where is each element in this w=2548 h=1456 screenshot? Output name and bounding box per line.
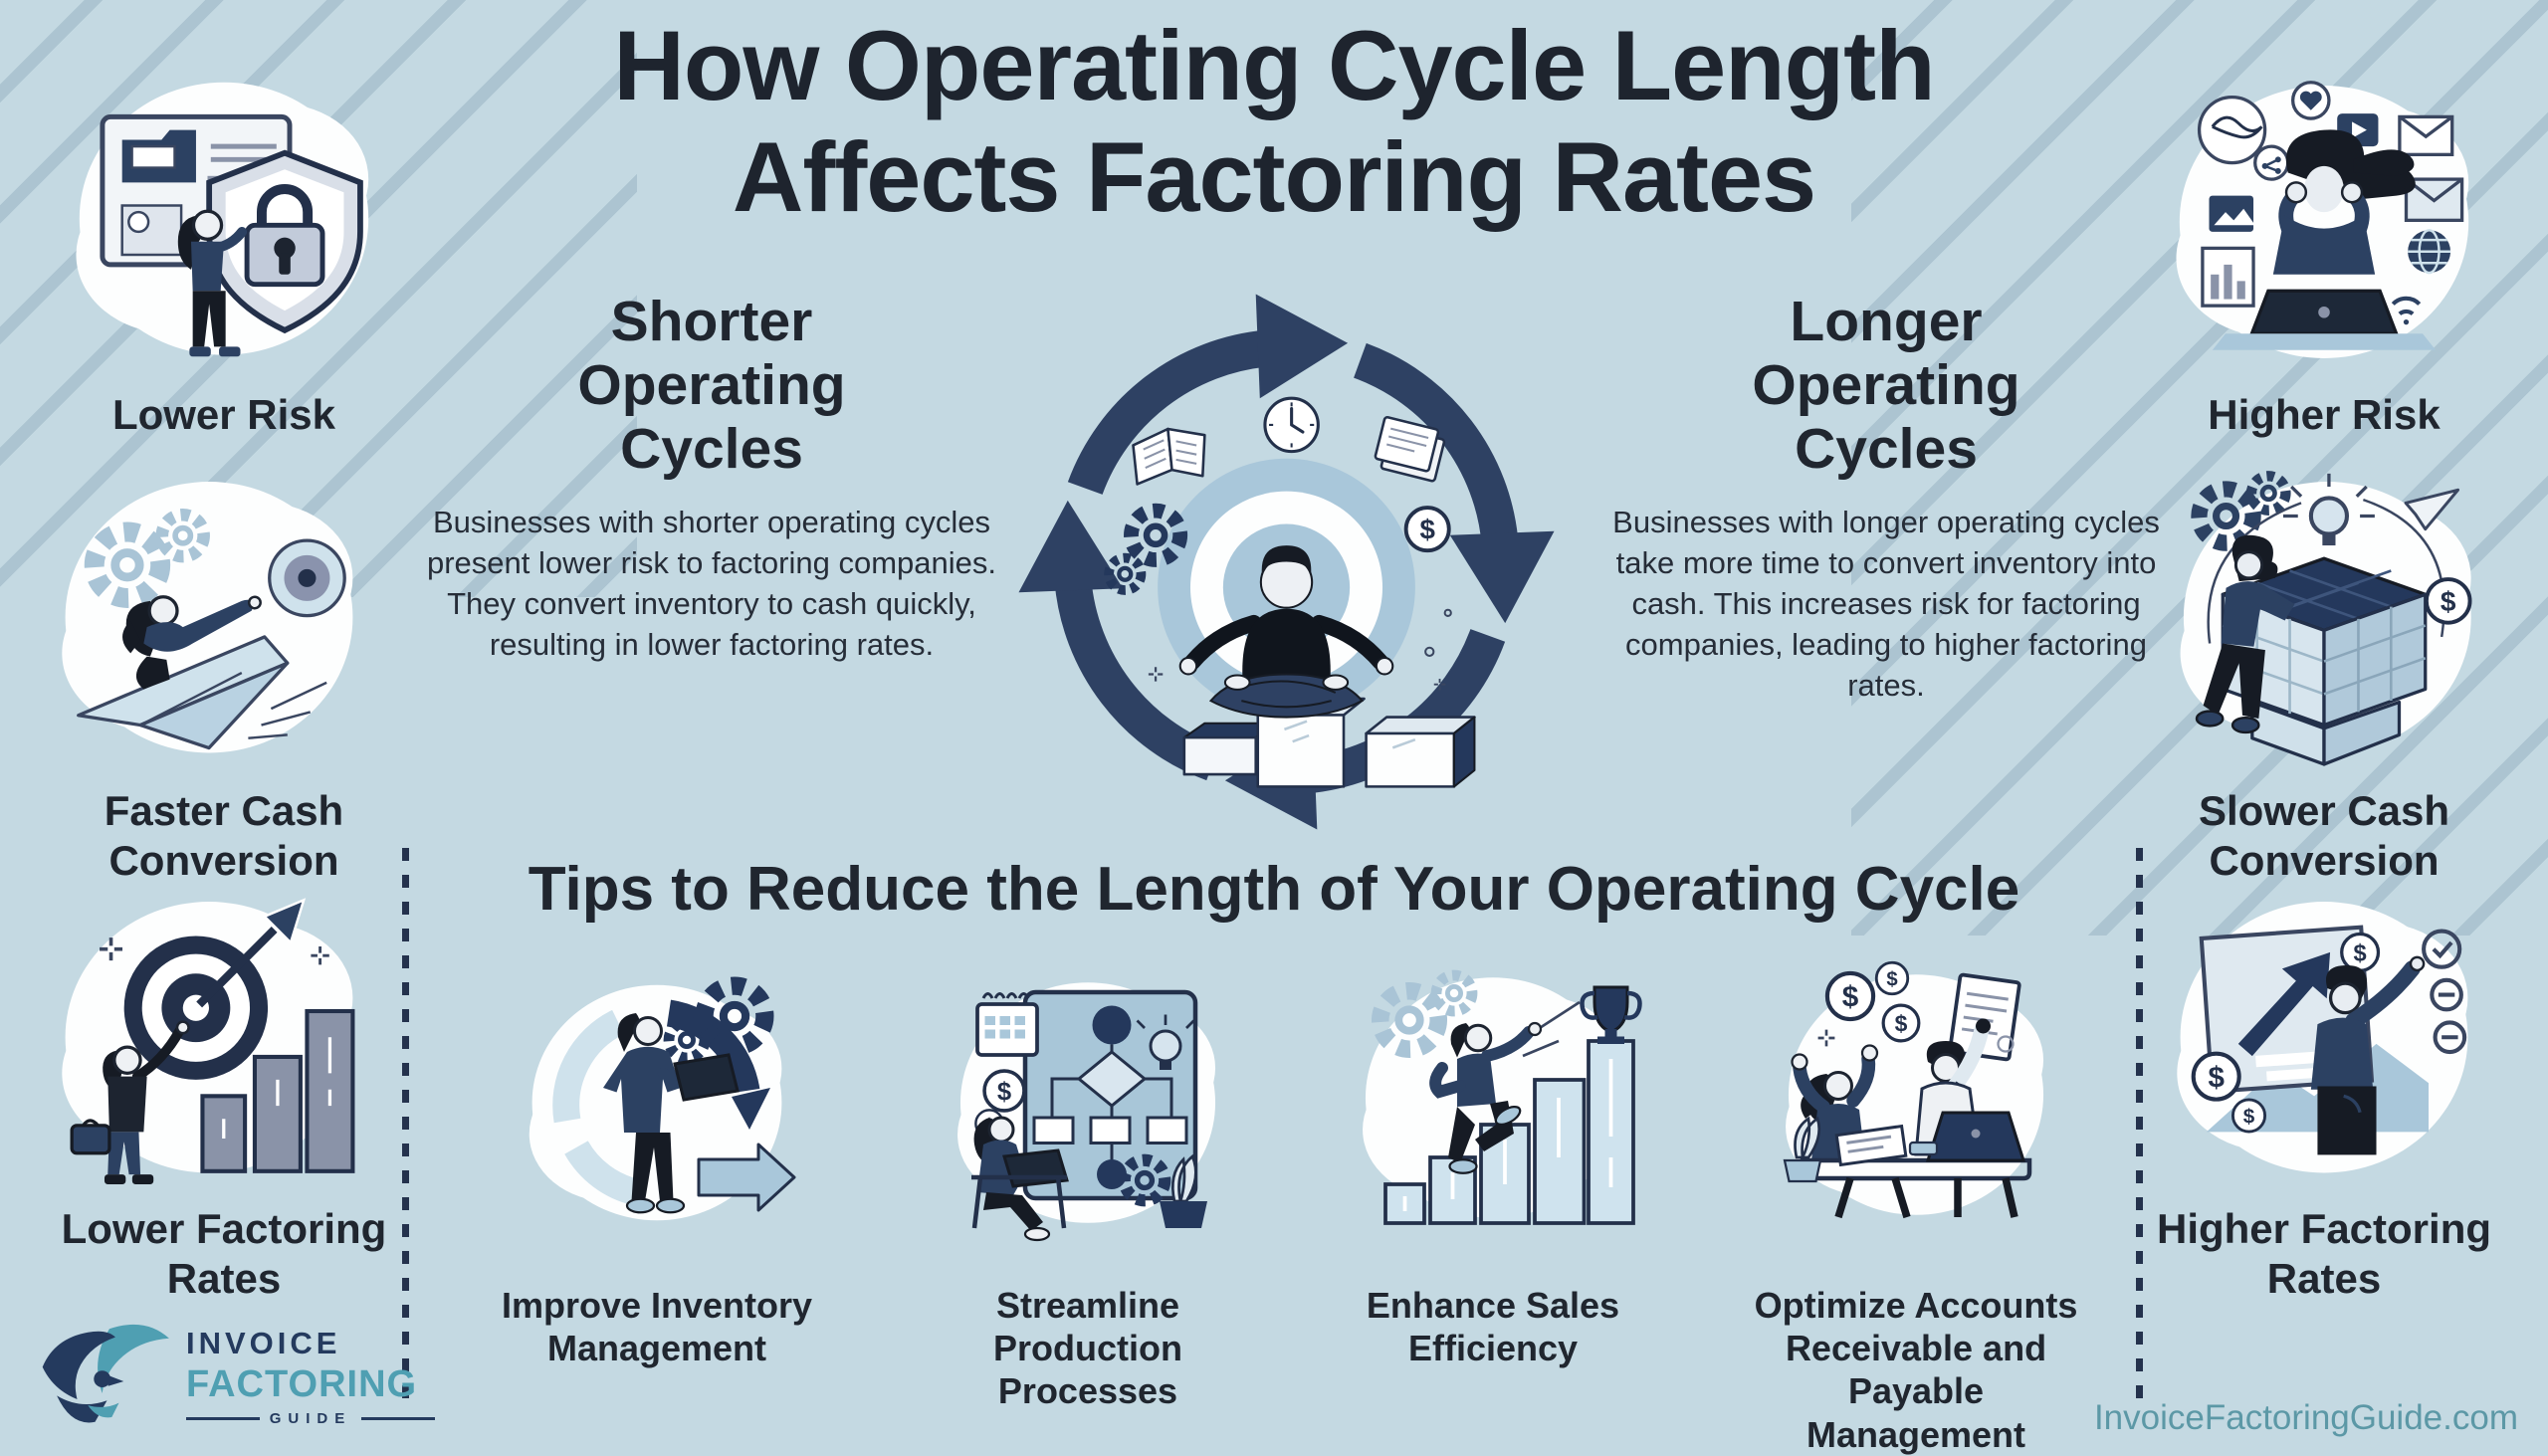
laptop-icon (2212, 289, 2437, 350)
stressed-person-figure (2272, 129, 2416, 275)
sales-stairs-trophy-illustration (1363, 948, 1642, 1225)
refresh-cycle-icon (552, 999, 796, 1212)
plant-icon (1794, 1116, 1821, 1159)
label-streamline-production-processes: Streamline Production Processes (993, 1285, 1182, 1412)
logo-word-factoring: FACTORING (186, 1363, 418, 1405)
accounts-celebration-illustration (1783, 960, 2044, 1219)
gear-icon (2251, 476, 2285, 510)
briefcase-icon (70, 1124, 111, 1155)
dollar-coin-icon (1827, 973, 1873, 1019)
desk-with-laptop (1783, 1111, 2032, 1219)
invoice-factoring-guide-logo: INVOICE FACTORING GUIDE (35, 1316, 433, 1445)
gear-icon (1131, 511, 1179, 559)
label-lower-risk: Lower Risk (111, 391, 336, 438)
dartboard-bar-chart-illustration (62, 898, 355, 1184)
bar-chart-icon (200, 1008, 355, 1173)
tips-heading: Tips to Reduce the Length of Your Operat… (528, 855, 2020, 924)
tips-divider-left (402, 848, 409, 1401)
meditating-person-figure (1178, 545, 1394, 719)
label-lower-factoring-rates: Lower Factoring Rates (61, 1205, 387, 1302)
eagle-logo-icon (42, 1324, 169, 1423)
rising-chart-pointing-illustration (2177, 902, 2468, 1173)
dollar-coin-icon (2424, 577, 2472, 625)
website-url: InvoiceFactoringGuide.com (2093, 1398, 2518, 1437)
paper-plane-target-illustration (62, 482, 353, 753)
checklist-icons (2422, 929, 2467, 1055)
person-with-laptop-figure (603, 1013, 740, 1214)
papers-icon (1834, 1124, 1908, 1167)
calendar-icon (975, 992, 1039, 1057)
trophy-icon (1580, 985, 1642, 1044)
puzzle-cube-illustration (2180, 464, 2472, 766)
gear-icon (1109, 558, 1141, 590)
label-optimize-accounts: Optimize Accounts Receivable and Payable… (1754, 1285, 2078, 1455)
image-icon (2209, 195, 2255, 232)
logo-word-guide: GUIDE (186, 1410, 435, 1427)
paper-plane-icon (77, 635, 290, 750)
envelope-icon (2404, 177, 2464, 222)
label-enhance-sales-efficiency: Enhance Sales Efficiency (1366, 1285, 1620, 1369)
dollar-coin-icon (2194, 1054, 2239, 1100)
person-figure (2195, 534, 2295, 734)
globe-icon (2408, 229, 2451, 275)
up-arrow-icon (2237, 951, 2331, 1057)
label-slower-cash-conversion: Slower Cash Conversion (2198, 787, 2450, 884)
tips-divider-right (2136, 848, 2143, 1401)
mini-bar-chart-icon (2201, 246, 2255, 308)
documents-icon (1374, 416, 1446, 483)
climbing-person-figure (1429, 1021, 1543, 1174)
clock-icon (1263, 396, 1320, 454)
shorter-cycles-body: Businesses with shorter operating cycles… (426, 505, 997, 662)
seated-person-laptop-figure (971, 1116, 1069, 1242)
stair-bars-icon (1383, 1039, 1635, 1225)
dollar-coin-icon (2340, 932, 2381, 972)
plant-icon (1160, 1153, 1207, 1228)
dollar-coin-icon (2230, 1098, 2267, 1134)
lightbulb-icon (1136, 1014, 1195, 1070)
laptop-icon (673, 1053, 740, 1102)
logo-word-invoice: INVOICE (186, 1326, 341, 1360)
lightbulb-icon (2282, 473, 2375, 546)
longer-cycles-body: Businesses with longer operating cycles … (1612, 505, 2160, 703)
thought-scribble-icon (2197, 95, 2270, 174)
dollar-coin-icon (1874, 960, 1910, 996)
id-card-icon (120, 204, 183, 257)
person-figure (177, 209, 248, 357)
overwhelmed-person-laptop-illustration (2176, 81, 2469, 358)
pointing-person-figure (2310, 955, 2426, 1155)
padlock-icon (257, 184, 314, 226)
dart-icon (196, 927, 278, 1008)
flying-person-figure (122, 595, 262, 690)
shorter-cycles-heading: Shorter Operating Cycles (577, 290, 846, 481)
wifi-icon (2391, 296, 2422, 325)
cycle-arrow-icon (1067, 294, 1349, 496)
flowchart-board-icon (1022, 989, 1198, 1201)
celebrating-person-figure (1791, 1044, 1879, 1160)
label-higher-factoring-rates: Higher Factoring Rates (2156, 1205, 2492, 1302)
operating-cycle-meditation-illustration (1000, 294, 1573, 853)
right-arrow-icon (697, 1143, 796, 1212)
label-higher-risk: Higher Risk (2208, 391, 2441, 438)
label-faster-cash-conversion: Faster Cash Conversion (104, 787, 344, 884)
dollar-coin-icon (982, 1069, 1026, 1113)
paper-plane-icon (2404, 488, 2460, 531)
inventory-cycle-laptop-illustration (529, 953, 796, 1221)
dartboard-icon (123, 898, 307, 1080)
businessperson-figure (70, 1020, 190, 1184)
page-title: How Operating Cycle Length Affects Facto… (613, 10, 1935, 232)
open-book-icon (1132, 427, 1206, 486)
longer-cycles-heading: Longer Operating Cycles (1752, 290, 2020, 481)
envelope-icon (2398, 114, 2454, 156)
heart-icon (2291, 81, 2331, 120)
phone-icon (1908, 1141, 1939, 1156)
speed-lines (248, 681, 327, 739)
dollar-coin-icon (1881, 1003, 1921, 1043)
dollar-coin-icon (1403, 506, 1451, 553)
label-improve-inventory-management: Improve Inventory Management (501, 1285, 813, 1369)
security-shield-lock-illustration (76, 82, 369, 357)
share-icon (2253, 144, 2290, 181)
production-flowchart-illustration (957, 982, 1216, 1242)
target-icon (268, 538, 346, 618)
